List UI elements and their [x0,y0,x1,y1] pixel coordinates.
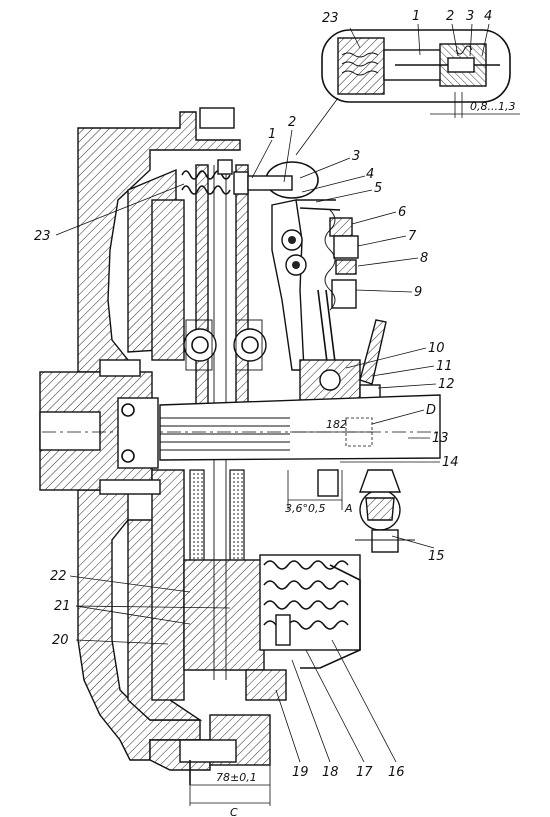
callout-16: 16 [388,765,405,780]
callout-D: D [426,403,436,418]
callout-3: 3 [352,149,360,164]
bottom-dimension: 78±0,1 C [189,760,271,817]
pin-label: A [344,502,353,515]
callout-17: 17 [356,765,373,780]
leader-lines [55,129,440,763]
detail-callout-1: 1 [412,9,420,24]
bolts [99,359,287,785]
callout-4: 4 [366,167,374,182]
bottom-dim-value: 78±0,1 [216,771,257,784]
callout-14: 14 [442,455,459,470]
detail-callout-23: 23 [322,11,339,26]
callout-18: 18 [322,765,339,780]
callout-9: 9 [414,285,422,300]
callout-20: 20 [52,633,69,648]
callout-12: 12 [438,377,455,392]
release-lever [271,199,359,371]
callout-21: 21 [54,599,71,614]
angle-dimension: 3,6°0,5 [285,502,326,515]
detail-callout-4: 4 [484,9,492,24]
callouts: 1 2 3 4 5 6 7 8 9 10 11 12 D 13 14 15 16… [34,115,459,780]
detail-callout-3: 3 [466,9,474,24]
callout-19: 19 [292,765,309,780]
callout-1: 1 [268,127,276,142]
lower-springs [259,554,361,669]
callout-6: 6 [398,205,406,220]
callout-2: 2 [288,115,296,130]
callout-13: 13 [432,431,449,446]
callout-23: 23 [34,229,51,244]
fork-lever: 3,6°0,5 A [285,469,415,553]
bottom-dim-c: C [230,806,238,817]
callout-7: 7 [408,229,417,244]
main-shaft: 182 [42,394,441,469]
callout-8: 8 [420,251,428,266]
callout-5: 5 [374,181,382,196]
callout-10: 10 [428,341,445,356]
callout-22: 22 [50,569,67,584]
gap-dimension: 0,8...1,3 [470,100,515,113]
top-spring [181,107,293,195]
callout-11: 11 [436,359,453,374]
detail-inset: 23 1 2 3 4 0,8...1,3 [295,9,520,156]
callout-15: 15 [428,549,445,564]
detail-callout-2: 2 [446,9,454,24]
release-bearing [299,319,387,401]
shaft-dimension: 182 [326,418,347,431]
